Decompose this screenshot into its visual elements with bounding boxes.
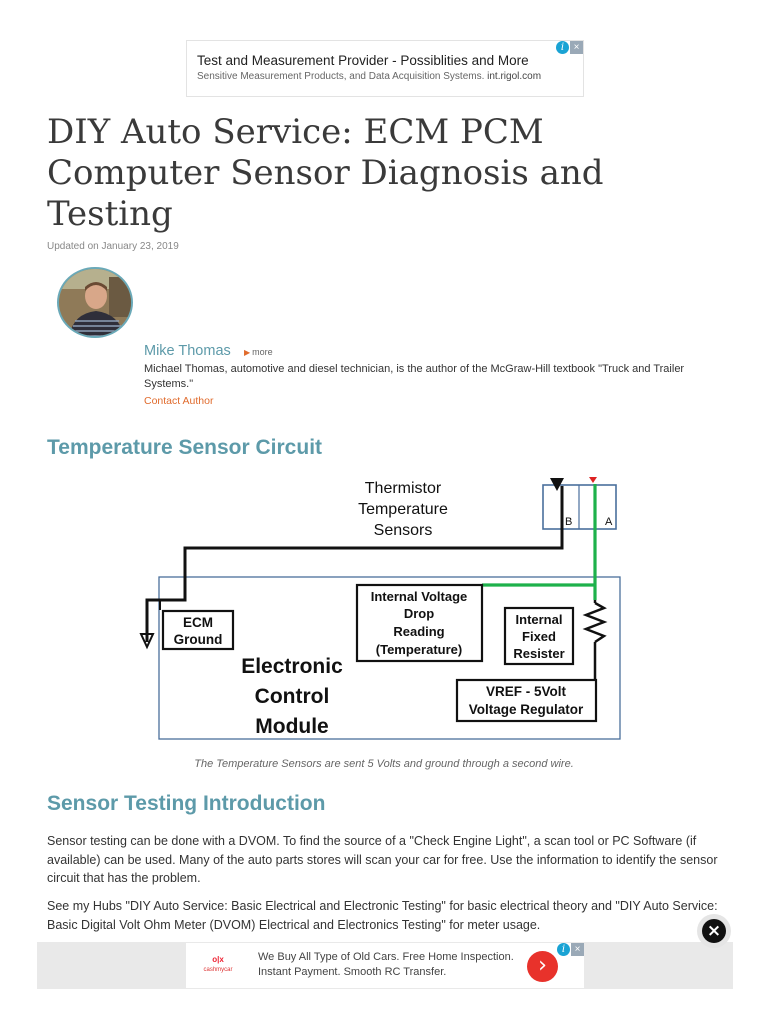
ecm-box: [158, 576, 621, 740]
ground-arrow: [139, 633, 155, 650]
terminal-b: [550, 478, 564, 491]
thermistor-label-2: Temperature: [358, 501, 448, 518]
author-more-label: more: [252, 347, 273, 357]
ecm-ground-label-1: ECM: [183, 615, 213, 630]
cashmycar-logo: o|x cashmycar: [200, 955, 236, 977]
cashmycar-logo-text: cashmycar: [203, 967, 233, 973]
bottom-ad-info-icon[interactable]: i: [557, 943, 570, 956]
ecm-ground-label-2: Ground: [174, 632, 223, 647]
ecm-ground-box: [161, 609, 235, 651]
chevron-right-icon[interactable]: ›: [527, 951, 558, 982]
fixed-resister-label-2: Fixed: [522, 629, 556, 644]
ad-close-icon[interactable]: ×: [570, 41, 583, 54]
ad-choices: i ×: [556, 41, 583, 54]
fixed-resister-box: [503, 606, 575, 666]
ecm-label-2: Control: [255, 685, 330, 708]
author-name-link[interactable]: Mike Thomas: [144, 343, 231, 359]
pin-b-label: B: [565, 516, 572, 528]
top-ad-subtitle: Sensitive Measurement Products, and Data…: [197, 71, 573, 82]
section-heading-intro: Sensor Testing Introduction: [47, 792, 326, 815]
top-ad-url[interactable]: int.rigol.com: [487, 71, 542, 82]
voltage-drop-box: [355, 583, 484, 663]
bottom-ad-close-icon[interactable]: ×: [571, 943, 584, 956]
ecm-label-1: Electronic: [241, 655, 343, 678]
voltage-drop-label-1: Internal Voltage: [371, 589, 468, 604]
circuit-svg: B A Thermistor Temperature Sensors ECM G…: [139, 477, 621, 740]
updated-date: Updated on January 23, 2019: [47, 241, 179, 252]
caret-right-icon: ▶: [244, 348, 251, 357]
avatar[interactable]: [57, 267, 133, 338]
ecm-label-3: Module: [255, 715, 329, 738]
close-icon: ×: [702, 919, 726, 943]
vref-label-1: VREF - 5Volt: [486, 684, 567, 699]
bottom-ad-choices: i ×: [557, 943, 584, 956]
pin-a-label: A: [605, 516, 613, 528]
sticky-ad-close-button[interactable]: ×: [697, 914, 731, 948]
author-more-link[interactable]: ▶more: [244, 347, 273, 357]
vref-box: [455, 678, 598, 723]
voltage-drop-label-3: Reading: [393, 624, 444, 639]
author-bio: Michael Thomas, automotive and diesel te…: [144, 363, 685, 390]
author-photo: [59, 269, 131, 336]
top-ad-title[interactable]: Test and Measurement Provider - Possibli…: [197, 53, 529, 68]
thermistor-label-3: Sensors: [374, 522, 433, 539]
voltage-drop-label-4: (Temperature): [376, 642, 462, 657]
top-ad-banner[interactable]: Test and Measurement Provider - Possibli…: [186, 40, 584, 97]
section-heading-temperature: Temperature Sensor Circuit: [47, 436, 323, 459]
terminal-a: [589, 477, 597, 483]
fixed-resister-label-1: Internal: [516, 612, 563, 627]
resistor-symbol: [582, 601, 608, 644]
top-ad-subtitle-text: Sensitive Measurement Products, and Data…: [197, 71, 485, 82]
ad-info-icon[interactable]: i: [556, 41, 569, 54]
thermistor-label-1: Thermistor: [365, 480, 442, 497]
bottom-ad-text[interactable]: We Buy All Type of Old Cars. Free Home I…: [258, 951, 514, 978]
temperature-sensor-diagram: B A Thermistor Temperature Sensors ECM G…: [130, 470, 630, 745]
bottom-ad-banner[interactable]: o|x cashmycar We Buy All Type of Old Car…: [186, 943, 584, 988]
paragraph-hubs: See my Hubs "DIY Auto Service: Basic Ele…: [47, 899, 718, 932]
paragraph-intro: Sensor testing can be done with a DVOM. …: [47, 834, 718, 885]
voltage-drop-label-2: Drop: [404, 606, 434, 621]
fixed-resister-label-3: Resister: [513, 646, 564, 661]
cashmycar-logo-mark: o|x: [212, 955, 224, 964]
contact-author-link[interactable]: Contact Author: [144, 395, 214, 407]
vref-label-2: Voltage Regulator: [469, 702, 584, 717]
diagram-caption: The Temperature Sensors are sent 5 Volts…: [194, 758, 574, 770]
page-title: DIY Auto Service: ECM PCM Computer Senso…: [47, 112, 604, 234]
